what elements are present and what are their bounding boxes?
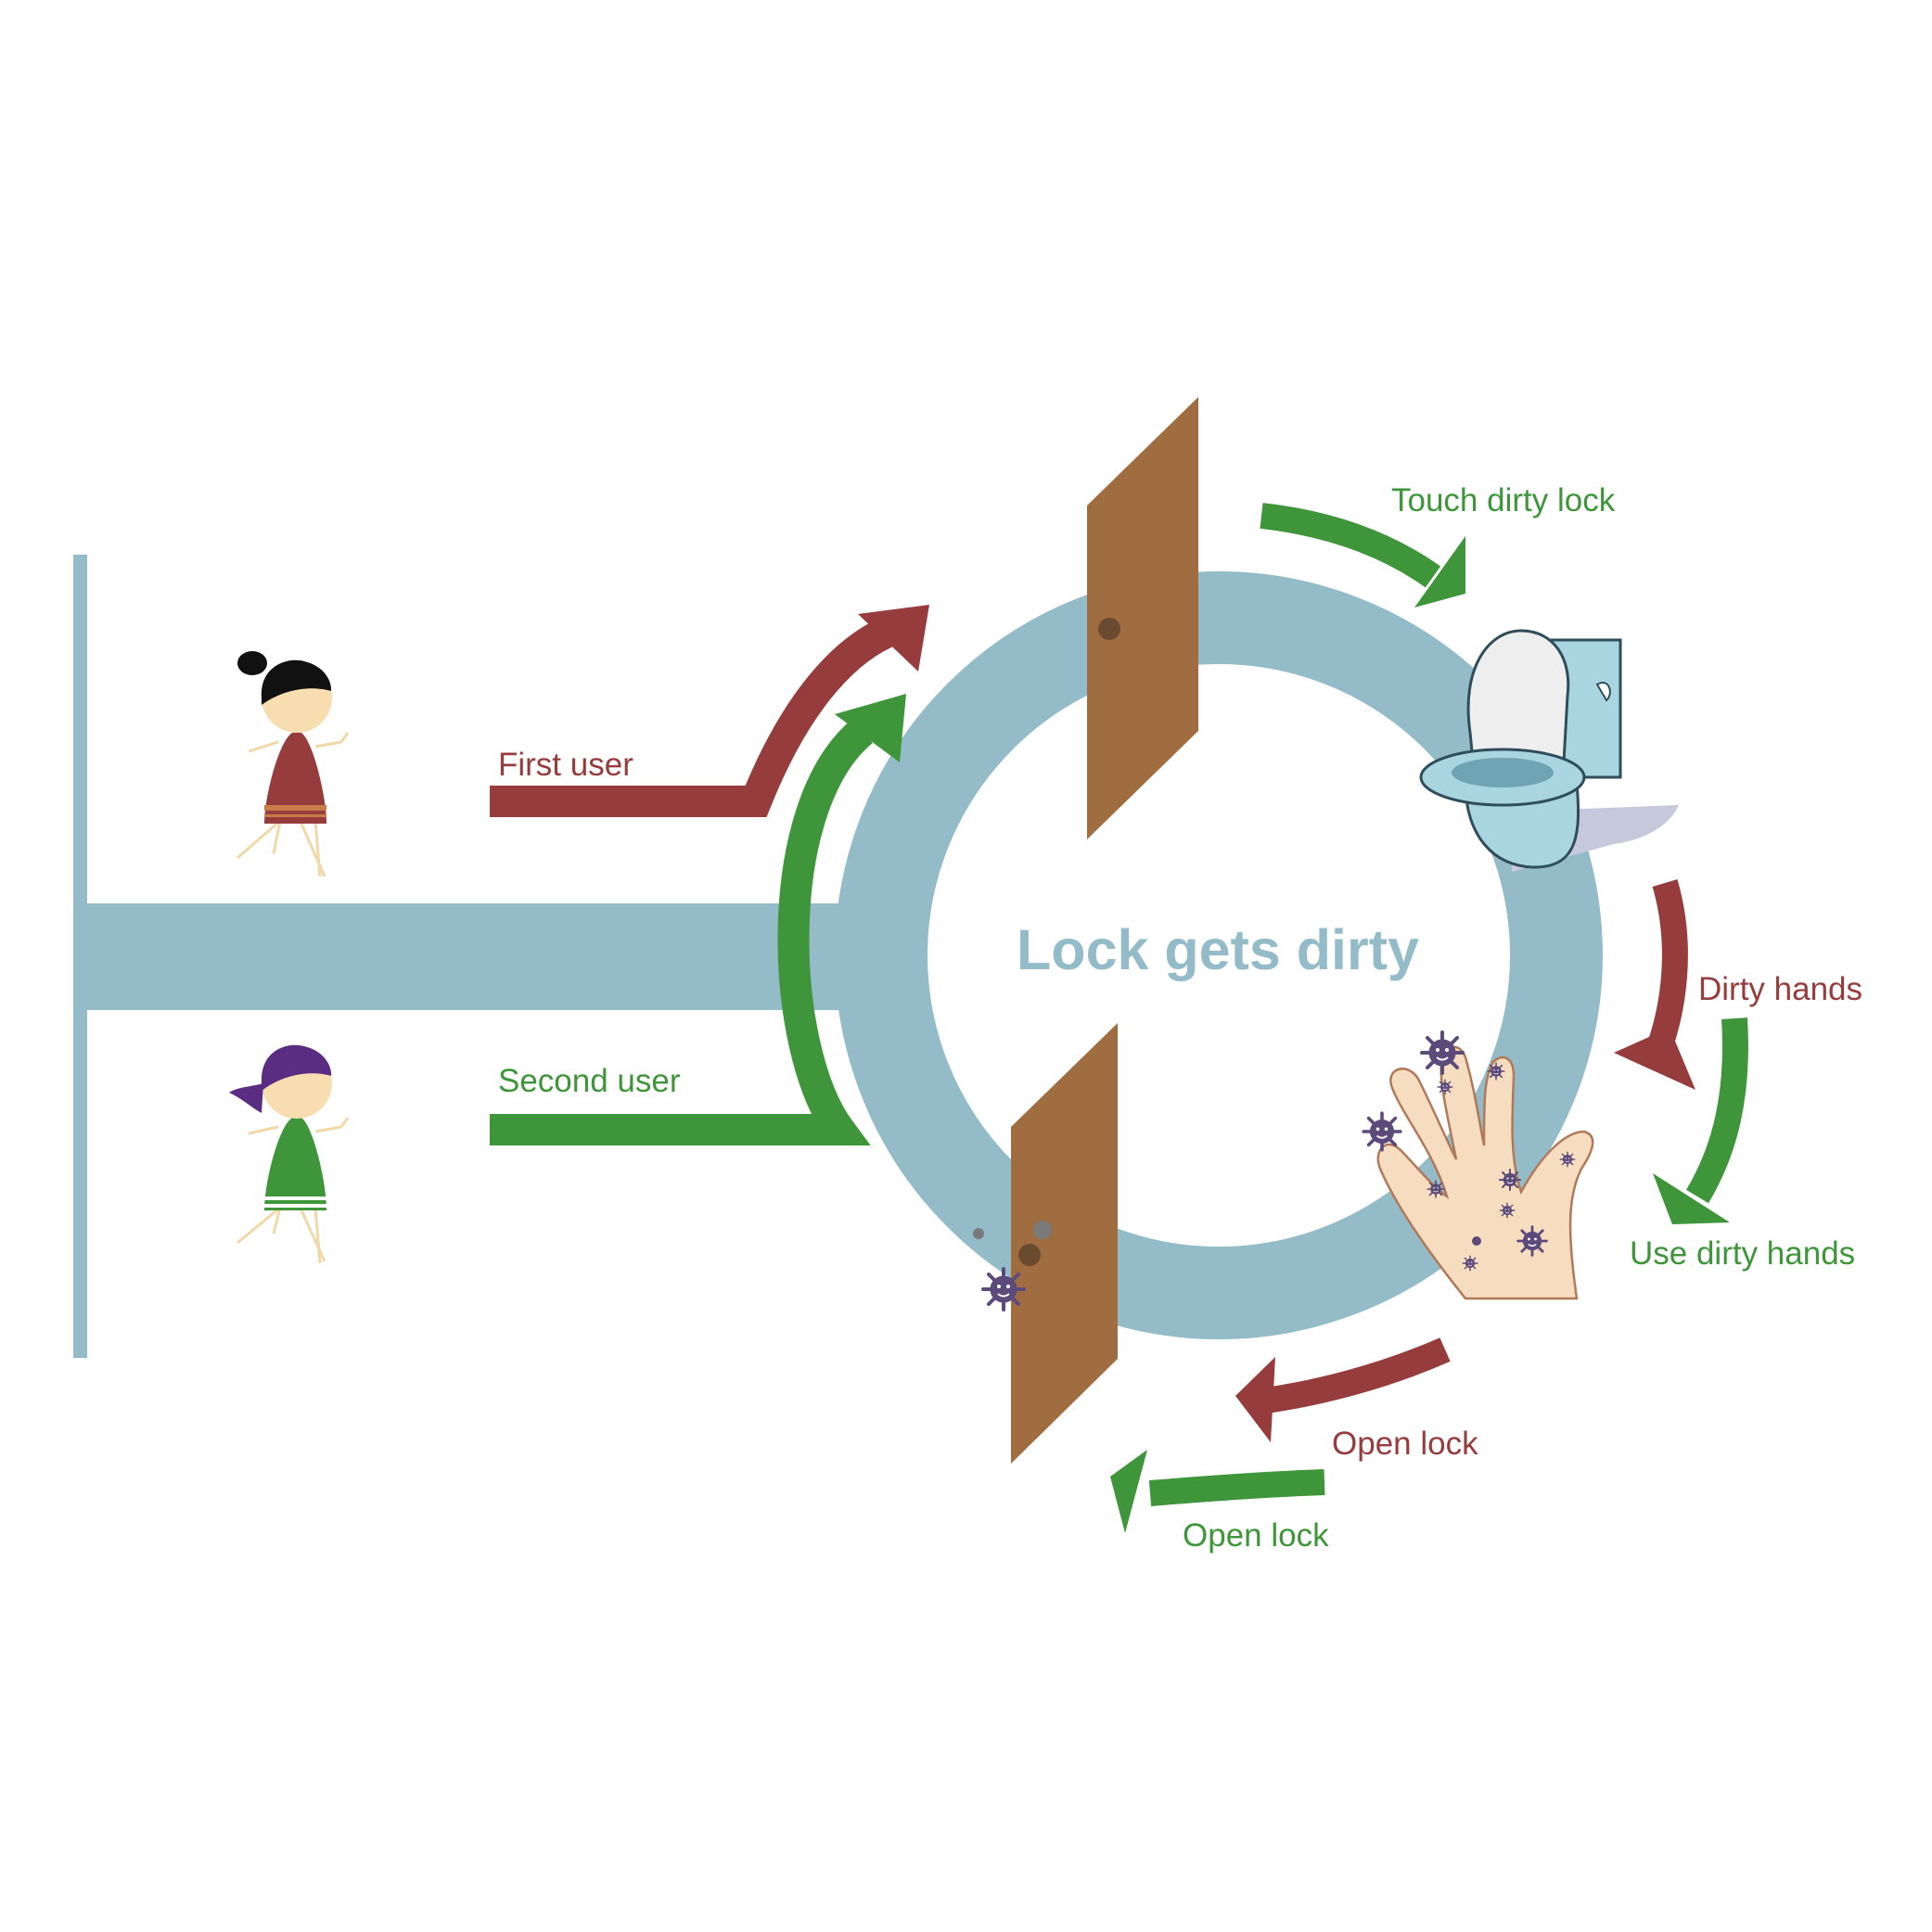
center-title: Lock gets dirty — [1017, 918, 1419, 981]
germ-icon — [1499, 1169, 1521, 1191]
germ-icon — [1420, 1030, 1465, 1075]
bottom-doorknob — [1018, 1244, 1041, 1266]
dirty-hands-label: Dirty hands — [1698, 971, 1862, 1007]
first-user-path-arrow — [490, 618, 893, 817]
first-user-path-arrowhead — [858, 605, 929, 672]
germ-icon — [1559, 1151, 1576, 1168]
dirty-hands-arrowhead — [1614, 1028, 1695, 1090]
touch-dirty-lock-arrow — [1260, 503, 1441, 588]
germ-icon — [1499, 1202, 1516, 1219]
germ-icon — [1516, 1225, 1548, 1257]
open-lock-arrow-first — [1263, 1337, 1451, 1414]
touch-dirty-lock-label: Touch dirty lock — [1391, 482, 1616, 518]
second-user-path-arrowhead — [835, 694, 906, 762]
first-user-figure — [237, 651, 350, 877]
germ-icon — [981, 1267, 1026, 1311]
use-dirty-hands-arrowhead — [1653, 1173, 1730, 1224]
open-lock-label-first: Open lock — [1332, 1426, 1478, 1462]
toilet-icon — [1419, 629, 1679, 872]
second-user-label: Second user — [498, 1063, 681, 1099]
germ-icon — [1427, 1180, 1445, 1198]
lock-dirt-spot — [973, 1228, 984, 1239]
open-lock-arrowhead-second — [1110, 1450, 1147, 1533]
germ-icon — [1462, 1255, 1478, 1272]
germ-icon — [1362, 1111, 1402, 1152]
use-dirty-hands-label: Use dirty hands — [1630, 1235, 1855, 1272]
lock-dirt-spot — [1033, 1221, 1052, 1239]
open-lock-arrow-second — [1148, 1469, 1325, 1506]
second-user-path-arrow — [490, 718, 874, 1145]
first-user-label: First user — [498, 747, 633, 783]
hand-icon — [1362, 1030, 1594, 1300]
use-dirty-hands-arrow — [1685, 1017, 1748, 1204]
second-user-figure — [229, 1044, 350, 1264]
open-lock-label-second: Open lock — [1183, 1517, 1329, 1554]
open-lock-arrowhead-first — [1235, 1357, 1275, 1442]
bottom-door — [1011, 1023, 1118, 1464]
touch-dirty-lock-arrowhead — [1414, 536, 1465, 608]
corridor-wall-line — [73, 555, 87, 1358]
corridor-floor — [83, 903, 863, 1010]
germ-icon — [1437, 1079, 1453, 1095]
cycle-ring — [835, 571, 1603, 1339]
germ-icon — [1487, 1062, 1505, 1081]
top-door — [1087, 397, 1198, 839]
top-doorknob — [1098, 618, 1120, 640]
